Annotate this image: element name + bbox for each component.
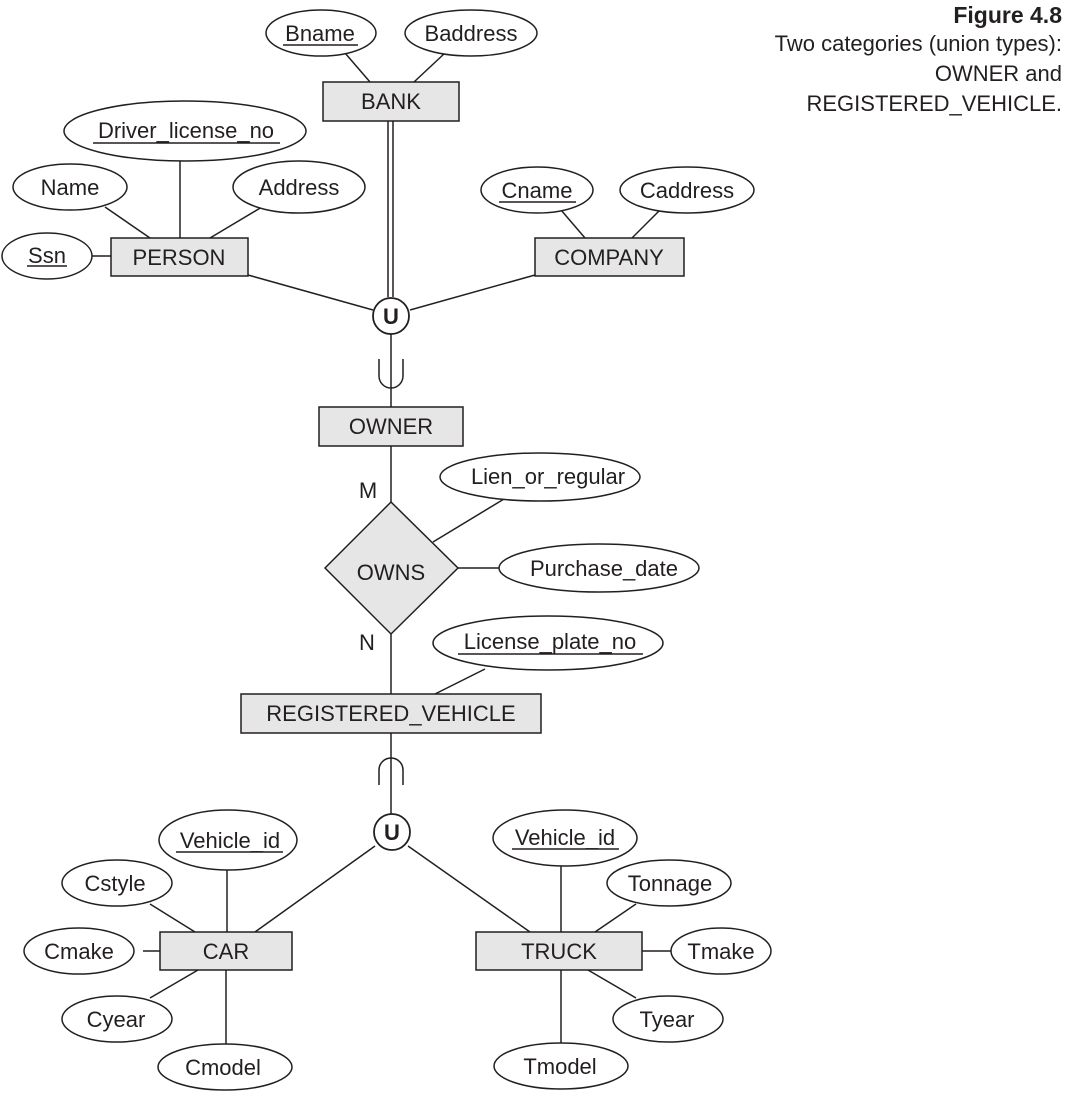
- svg-text:Baddress: Baddress: [425, 21, 518, 46]
- entity-registered-vehicle: REGISTERED_VEHICLE: [240, 693, 542, 734]
- entity-owner: OWNER: [318, 406, 464, 447]
- entity-person: PERSON: [110, 237, 249, 277]
- svg-text:OWNER: OWNER: [349, 414, 433, 439]
- svg-text:Vehicle_id: Vehicle_id: [180, 828, 280, 853]
- connector-lines: [92, 52, 672, 1045]
- attr-ssn: Ssn: [1, 232, 93, 280]
- svg-text:U: U: [384, 820, 400, 845]
- svg-text:Cname: Cname: [502, 178, 573, 203]
- union-circle-vehicle: U: [373, 813, 411, 851]
- svg-text:Vehicle_id: Vehicle_id: [515, 825, 615, 850]
- attr-caddress: Caddress: [619, 166, 755, 214]
- attr-cmodel: Cmodel: [157, 1043, 293, 1091]
- entity-bank: BANK: [322, 81, 460, 122]
- svg-text:Cmodel: Cmodel: [185, 1055, 261, 1080]
- svg-text:CAR: CAR: [203, 939, 249, 964]
- figure-number: Figure 4.8: [953, 2, 1062, 28]
- entity-company: COMPANY: [534, 237, 685, 277]
- svg-text:Lien_or_regular: Lien_or_regular: [471, 464, 625, 489]
- attr-bname: Bname: [265, 9, 377, 57]
- attr-license-plate-no: License_plate_no: [432, 615, 664, 671]
- svg-text:Cmake: Cmake: [44, 939, 114, 964]
- relationship-owns: OWNS: [323, 500, 460, 636]
- entity-car: CAR: [159, 931, 293, 971]
- svg-text:Tmodel: Tmodel: [523, 1054, 596, 1079]
- svg-text:Purchase_date: Purchase_date: [530, 556, 678, 581]
- attr-name: Name: [12, 163, 128, 211]
- svg-text:COMPANY: COMPANY: [554, 245, 664, 270]
- svg-text:Tmake: Tmake: [687, 939, 754, 964]
- cardinality-m: M: [359, 478, 377, 503]
- svg-text:TRUCK: TRUCK: [521, 939, 597, 964]
- svg-text:Caddress: Caddress: [640, 178, 734, 203]
- relationship-owns-label: OWNS: [357, 560, 425, 585]
- svg-text:BANK: BANK: [361, 89, 421, 114]
- attr-address: Address: [232, 160, 366, 214]
- svg-text:PERSON: PERSON: [133, 245, 226, 270]
- attr-baddress: Baddress: [404, 9, 538, 57]
- svg-text:Ssn: Ssn: [28, 243, 66, 268]
- figure-caption: Figure 4.8 Two categories (union types):…: [762, 2, 1062, 119]
- attr-car-vehicle-id: Vehicle_id: [158, 809, 298, 871]
- svg-text:Bname: Bname: [285, 21, 355, 46]
- svg-text:License_plate_no: License_plate_no: [464, 629, 636, 654]
- attr-tonnage: Tonnage: [606, 859, 732, 907]
- attr-driver-license-no: Driver_license_no: [63, 100, 307, 162]
- attr-truck-vehicle-id: Vehicle_id: [492, 809, 638, 867]
- attr-tmodel: Tmodel: [493, 1042, 629, 1090]
- svg-text:Address: Address: [259, 175, 340, 200]
- svg-text:Tyear: Tyear: [639, 1007, 694, 1032]
- attr-tmake: Tmake: [670, 927, 772, 975]
- svg-text:Cyear: Cyear: [87, 1007, 146, 1032]
- svg-text:Driver_license_no: Driver_license_no: [98, 118, 274, 143]
- union-circle-owner: U: [372, 297, 410, 335]
- figure-caption-text: Two categories (union types): OWNER and …: [774, 31, 1062, 116]
- cardinality-n: N: [359, 630, 375, 655]
- attr-cyear: Cyear: [61, 995, 173, 1043]
- svg-text:REGISTERED_VEHICLE: REGISTERED_VEHICLE: [266, 701, 515, 726]
- svg-text:Name: Name: [41, 175, 100, 200]
- svg-text:U: U: [383, 304, 399, 329]
- attr-tyear: Tyear: [612, 995, 724, 1043]
- svg-text:Cstyle: Cstyle: [84, 871, 145, 896]
- attr-cmake: Cmake: [23, 927, 135, 975]
- attr-purchase-date: Purchase_date: [498, 543, 700, 593]
- attr-cname: Cname: [480, 166, 594, 214]
- entity-truck: TRUCK: [475, 931, 643, 971]
- attr-cstyle: Cstyle: [61, 859, 173, 907]
- attr-lien-or-regular: Lien_or_regular: [439, 452, 641, 502]
- svg-text:Tonnage: Tonnage: [628, 871, 712, 896]
